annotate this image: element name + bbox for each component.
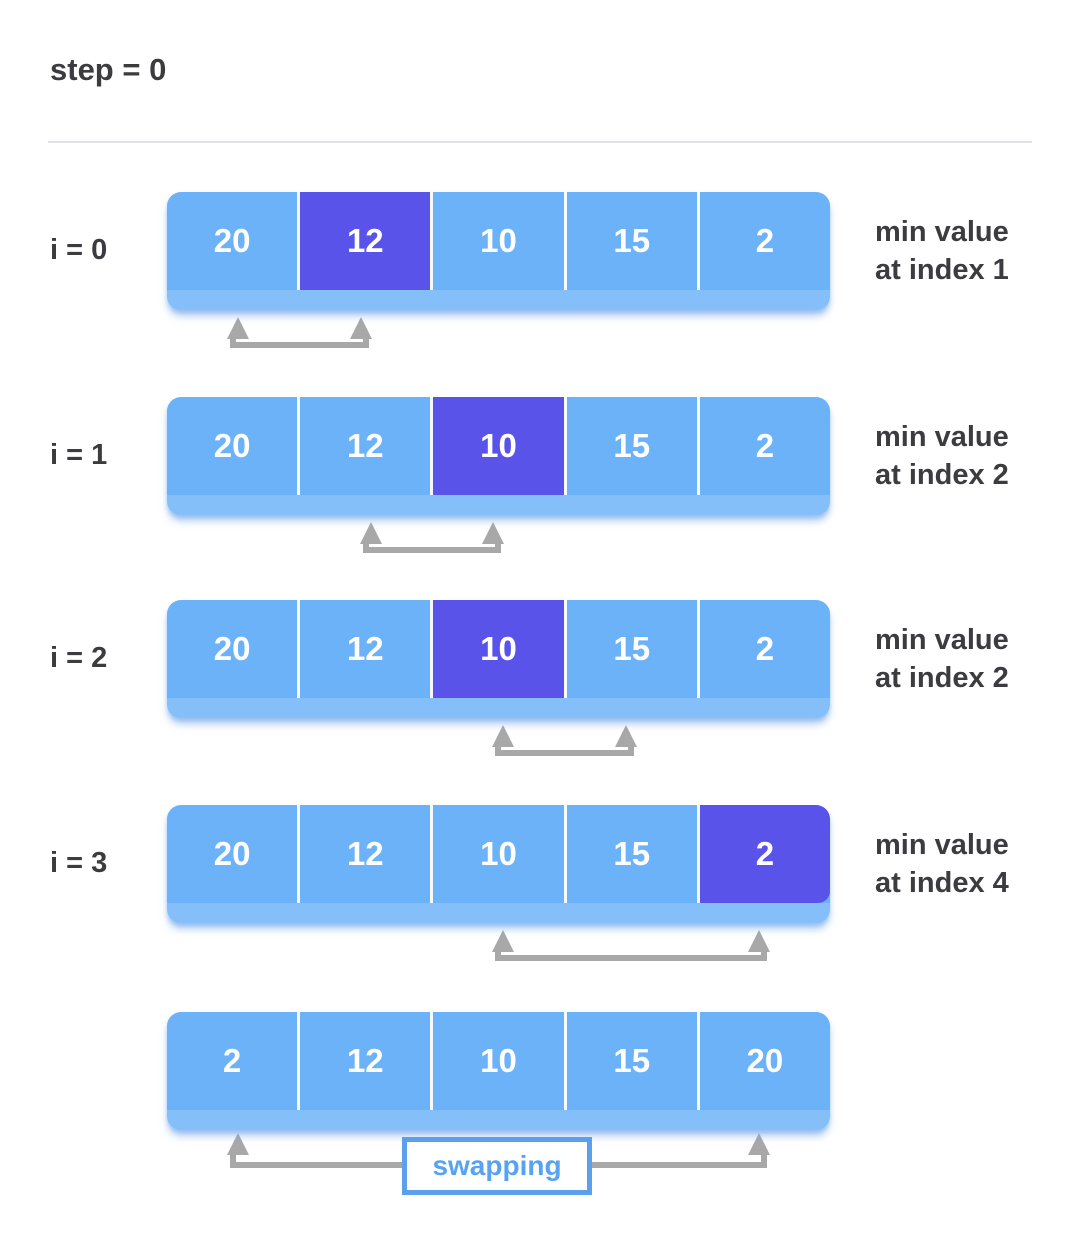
array-cells: 20 12 10 15 2 [167, 397, 830, 495]
array-cell: 20 [213, 222, 251, 259]
array-bar: 20 12 10 15 2 [167, 192, 830, 310]
annotation-line: at index 2 [875, 662, 1009, 694]
array-cell: 20 [213, 630, 251, 667]
array-cell: 15 [563, 1012, 697, 1110]
array-cell: 10 [430, 1012, 563, 1110]
array-bar: 20 12 10 15 2 [167, 600, 830, 718]
bar-bottom-strip [167, 903, 830, 923]
swapping-label: swapping [432, 1150, 562, 1181]
array-cells: 20 12 10 15 2 [167, 805, 830, 903]
array-row-i0: i = 0 20 12 10 15 2 min value at index 1 [0, 192, 1080, 397]
array-cell: 20 [696, 1012, 830, 1110]
arrow-up-icon [748, 1133, 770, 1155]
annotation-line: min value [875, 421, 1009, 453]
comparison-arrow [492, 725, 637, 756]
array-cells: 20 12 10 15 2 [167, 192, 830, 290]
min-value-annotation: min value at index 2 [875, 418, 1009, 494]
array-cell: 2 [696, 397, 830, 495]
annotation-line: min value [875, 216, 1009, 248]
bar-bottom-strip [167, 1110, 830, 1130]
array-cell: 15 [563, 397, 697, 495]
comparison-arrow [492, 930, 770, 961]
min-value-annotation: min value at index 1 [875, 213, 1009, 289]
annotation-line: at index 4 [875, 867, 1009, 899]
array-cell: 2 [222, 1042, 242, 1079]
array-cell: 2 [696, 600, 830, 698]
step-title: step = 0 [50, 52, 167, 87]
comparison-arrow [360, 522, 504, 553]
array-cell-highlighted: 10 [430, 397, 564, 495]
array-cell: 15 [563, 805, 697, 903]
arrow-up-icon [227, 1133, 249, 1155]
annotation-line: at index 1 [875, 254, 1009, 286]
bar-bottom-strip [167, 698, 830, 718]
array-cell: 12 [297, 805, 430, 903]
arrow-up-icon [350, 317, 372, 339]
bar-bottom-strip [167, 495, 830, 515]
array-cell: 10 [430, 192, 563, 290]
array-cell: 15 [563, 600, 697, 698]
array-cell-highlighted: 2 [696, 805, 830, 903]
array-cell: 15 [563, 192, 697, 290]
array-cell: 20 [213, 427, 251, 464]
array-cells: 20 12 10 15 2 [167, 600, 830, 698]
annotation-line: min value [875, 624, 1009, 656]
arrow-up-icon [615, 725, 637, 747]
array-cells: 2 12 10 15 20 [167, 1012, 830, 1110]
swapping-label-box: swapping [402, 1137, 592, 1195]
arrow-up-icon [482, 522, 504, 544]
array-cell: 12 [297, 397, 430, 495]
array-cell: 12 [297, 600, 430, 698]
array-bar: 2 12 10 15 20 [167, 1012, 830, 1130]
iteration-label: i = 0 [50, 234, 108, 266]
iteration-label: i = 1 [50, 439, 108, 471]
iteration-label: i = 3 [50, 847, 108, 879]
array-cell-highlighted: 12 [297, 192, 431, 290]
annotation-line: at index 2 [875, 459, 1009, 491]
arrow-up-icon [748, 930, 770, 952]
array-cell: 20 [213, 835, 251, 872]
array-bar: 20 12 10 15 2 [167, 397, 830, 515]
divider-rule [48, 141, 1032, 143]
comparison-arrow [227, 317, 372, 348]
array-row-i3: i = 3 20 12 10 15 2 min value at index 4 [0, 805, 1080, 1010]
array-bar: 20 12 10 15 2 [167, 805, 830, 923]
array-cell-highlighted: 10 [430, 600, 564, 698]
annotation-line: min value [875, 829, 1009, 861]
array-row-i2: i = 2 20 12 10 15 2 min value at index 2 [0, 600, 1080, 805]
arrow-up-icon [492, 930, 514, 952]
iteration-label: i = 2 [50, 642, 108, 674]
array-cell: 2 [696, 192, 830, 290]
min-value-annotation: min value at index 2 [875, 621, 1009, 697]
arrow-up-icon [492, 725, 514, 747]
array-row-i1: i = 1 20 12 10 15 2 min value at index 2 [0, 397, 1080, 602]
array-cell: 10 [430, 805, 563, 903]
array-cell: 12 [297, 1012, 430, 1110]
array-row-swapped: 2 12 10 15 20 swapping [0, 1012, 1080, 1217]
bar-bottom-strip [167, 290, 830, 310]
arrow-up-icon [360, 522, 382, 544]
min-value-annotation: min value at index 4 [875, 826, 1009, 902]
arrow-up-icon [227, 317, 249, 339]
